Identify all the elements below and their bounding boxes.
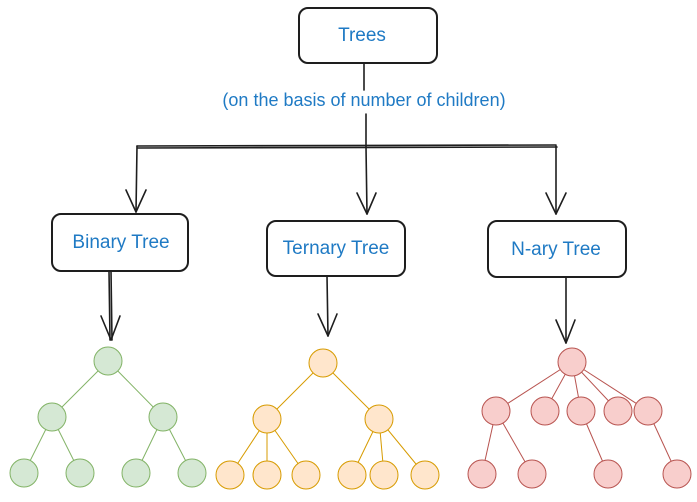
tree-node <box>291 460 321 490</box>
root-node: Trees <box>298 7 438 64</box>
arrow-to-ternary-example <box>317 275 338 337</box>
tree-node <box>337 460 367 490</box>
tree-node <box>603 396 633 426</box>
arrow-to-ternary <box>356 146 377 215</box>
binary-tree-label: Binary Tree <box>72 232 169 253</box>
tree-node <box>121 458 151 488</box>
branch-bar <box>136 144 557 147</box>
arrow-to-binary <box>125 145 147 213</box>
tree-node <box>148 402 178 432</box>
tree-root-node <box>93 346 123 376</box>
tree-node <box>252 460 282 490</box>
tree-node <box>481 396 511 426</box>
root-label: Trees <box>338 25 386 46</box>
tree-node <box>517 459 547 489</box>
tree-node <box>65 458 95 488</box>
tree-node <box>37 402 67 432</box>
arrow-to-nary-example <box>555 276 576 344</box>
tree-root-node <box>557 347 587 377</box>
tree-root-node <box>308 348 338 378</box>
branch-bar-sketch <box>137 146 558 149</box>
ternary-tree-example <box>215 348 440 490</box>
tree-node <box>566 396 596 426</box>
binary-tree-node: Binary Tree <box>51 213 189 272</box>
nary-tree-example <box>467 347 692 489</box>
root-box <box>298 7 438 64</box>
binary-tree-example <box>9 346 207 488</box>
ternary-tree-node: Ternary Tree <box>266 220 406 277</box>
tree-node <box>252 404 282 434</box>
tree-node <box>364 404 394 434</box>
tree-node <box>215 460 245 490</box>
arrow-to-binary-example <box>100 270 121 341</box>
tree-node <box>633 396 663 426</box>
tree-node <box>662 459 692 489</box>
tree-edge <box>495 361 573 412</box>
tree-node <box>467 459 497 489</box>
nary-tree-node: N-ary Tree <box>487 220 627 278</box>
tree-node <box>369 460 399 490</box>
ternary-tree-label: Ternary Tree <box>283 238 390 259</box>
tree-node <box>593 459 623 489</box>
nary-tree-label: N-ary Tree <box>511 239 601 260</box>
tree-edge <box>571 361 649 412</box>
tree-node <box>410 460 440 490</box>
arrow-to-nary <box>545 145 567 215</box>
tree-node <box>177 458 207 488</box>
tree-node <box>530 396 560 426</box>
tree-node <box>9 458 39 488</box>
classification-caption: (on the basis of number of children) <box>222 90 505 110</box>
